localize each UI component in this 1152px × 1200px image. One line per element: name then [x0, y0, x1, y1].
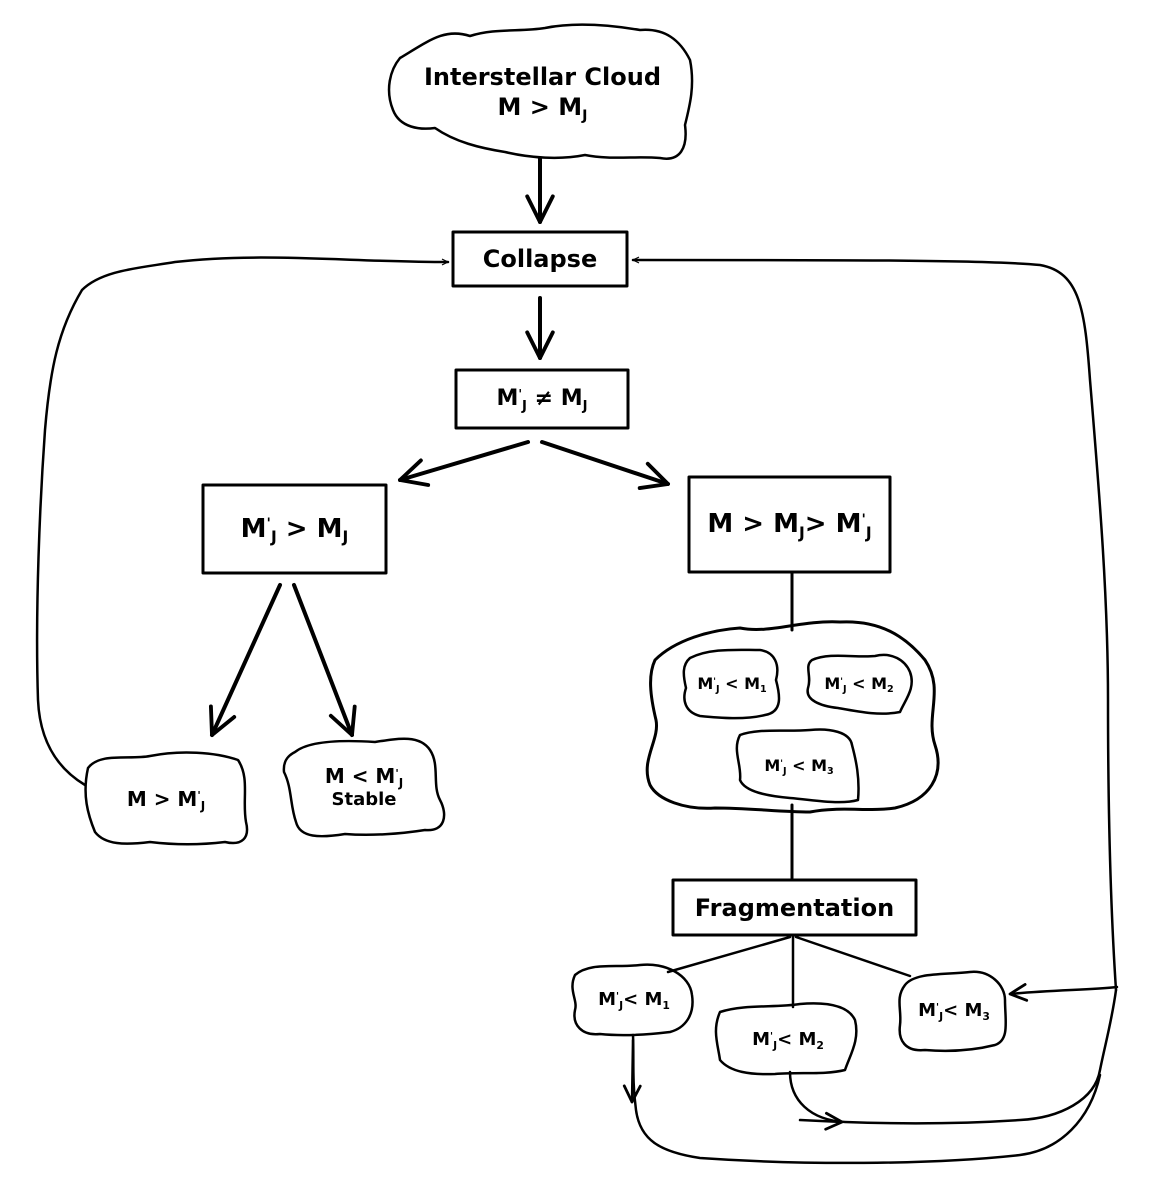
- arrow-bottom-inner: [798, 1111, 844, 1131]
- arrow-to-fragment3: [1008, 983, 1119, 1002]
- cloud-title: Interstellar Cloud: [423, 63, 662, 91]
- cloud-expression: M > MJ: [497, 93, 588, 125]
- arrow-left-to-unstable: [208, 583, 282, 737]
- cluster-blob: [645, 620, 940, 814]
- stable-blob: [282, 737, 446, 838]
- inner-label-2: M'J < M2: [824, 674, 894, 696]
- right-condition-label: M > MJ> M'J: [707, 509, 872, 542]
- left-condition-label: M'J > MJ: [240, 513, 349, 547]
- collapse-box: [451, 230, 629, 288]
- fragment-blob-3: [898, 970, 1008, 1053]
- inner-label-3: M'J < M3: [764, 756, 834, 778]
- branch-frag-1: [666, 935, 792, 974]
- inner-blob-2: [806, 653, 913, 715]
- unstable-label: M > M'J: [126, 786, 206, 813]
- stable-note: Stable: [331, 789, 397, 811]
- neq-label: M'J ≠ MJ: [496, 386, 588, 414]
- fragment-blob-2: [714, 1002, 858, 1076]
- fragment-label-2: M'J< M2: [752, 1028, 824, 1052]
- interstellar-cloud-outline: [387, 23, 694, 160]
- loop-fragment3-to-collapse: [631, 256, 1118, 992]
- fragmentation-box: [671, 878, 918, 937]
- branch-frag-3: [794, 935, 912, 978]
- arrow-fragment1-down: [622, 1038, 642, 1104]
- stable-label: M < M'J Stable: [324, 764, 404, 811]
- arrow-neq-to-right: [540, 440, 670, 490]
- unstable-blob: [84, 751, 249, 846]
- right-condition-box: [687, 475, 892, 574]
- neq-box: [454, 368, 630, 430]
- fragment-label-3: M'J< M3: [918, 999, 990, 1023]
- arrow-neq-to-left: [398, 440, 530, 487]
- loop-fragment1-return: [631, 1033, 1102, 1165]
- loop-unstable-to-collapse: [35, 256, 450, 787]
- fragmentation-label: Fragmentation: [694, 893, 895, 922]
- fragment-label-1: M'J< M1: [598, 988, 670, 1012]
- inner-blob-1: [682, 648, 781, 720]
- collapse-label: Collapse: [482, 245, 598, 273]
- fragment-blob-1: [571, 963, 694, 1037]
- inner-blob-3: [735, 728, 860, 804]
- inner-label-1: M'J < M1: [697, 674, 767, 696]
- interstellar-cloud-label: Interstellar Cloud M > MJ: [410, 42, 675, 142]
- left-condition-box: [201, 483, 388, 575]
- arrow-left-to-stable: [292, 583, 357, 737]
